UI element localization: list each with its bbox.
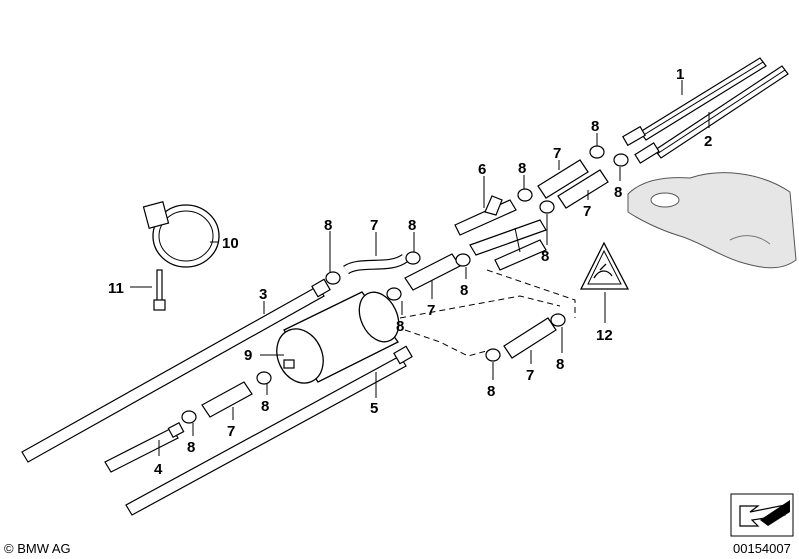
- callout-6: 6: [478, 161, 486, 178]
- warning-label-part-12[interactable]: [579, 241, 630, 290]
- fuel-pump-part-9[interactable]: [268, 286, 406, 391]
- hose-part-7-lower-b[interactable]: [503, 317, 557, 359]
- callout-11: 11: [108, 280, 124, 297]
- callout-2: 2: [704, 133, 712, 150]
- callout-labels: 1 2 3 4 5 6 7 7 7 7 7 7 8 8 8 8 8 8 8 8 …: [108, 66, 712, 478]
- callout-10: 10: [222, 235, 239, 252]
- callout-7-c: 7: [370, 217, 378, 234]
- callout-12: 12: [596, 327, 613, 344]
- fuel-line-part-4[interactable]: [104, 421, 185, 473]
- reference-arrow-box: [730, 493, 794, 537]
- fuel-line-part-2[interactable]: [634, 65, 789, 164]
- callout-8-h: 8: [396, 318, 404, 335]
- fuel-line-part-1[interactable]: [622, 57, 767, 147]
- callout-8-i: 8: [261, 398, 269, 415]
- fuel-line-part-5[interactable]: [125, 345, 413, 516]
- fuel-line-part-3[interactable]: [21, 278, 331, 463]
- t-connector-part-6[interactable]: [454, 195, 547, 271]
- callout-1: 1: [676, 66, 684, 83]
- callout-8-l: 8: [556, 356, 564, 373]
- callout-4: 4: [154, 461, 163, 478]
- hose-part-7-lower-a[interactable]: [201, 381, 253, 418]
- hose-clamp-part-8[interactable]: [181, 145, 629, 424]
- callout-8-d: 8: [541, 248, 549, 265]
- callout-5: 5: [370, 400, 378, 417]
- callout-7-e: 7: [227, 423, 235, 440]
- hose-part-7-upper-a[interactable]: [537, 159, 589, 199]
- copyright-text: © BMW AG: [4, 541, 71, 556]
- callout-8-k: 8: [487, 383, 495, 400]
- bolt-part-11[interactable]: [153, 269, 166, 311]
- callout-8-a: 8: [591, 118, 599, 135]
- callout-9: 9: [244, 347, 252, 364]
- callout-3: 3: [259, 286, 267, 303]
- mounting-strap-part-10[interactable]: [142, 201, 220, 268]
- diagram-number: 00154007: [733, 541, 791, 556]
- callout-8-g: 8: [460, 282, 468, 299]
- callout-8-c: 8: [614, 184, 622, 201]
- callout-7-d: 7: [427, 302, 435, 319]
- callout-8-f: 8: [408, 217, 416, 234]
- callout-8-j: 8: [187, 439, 195, 456]
- hose-part-7-upper-b[interactable]: [557, 169, 609, 209]
- hose-part-7-curved[interactable]: [343, 253, 409, 275]
- callout-7-a: 7: [553, 145, 561, 162]
- callout-7-f: 7: [526, 367, 534, 384]
- callout-8-e: 8: [324, 217, 332, 234]
- callout-7-b: 7: [583, 203, 591, 220]
- leader-lines: [130, 80, 710, 456]
- callout-8-b: 8: [518, 160, 526, 177]
- routing-dashed-lines: [399, 269, 576, 357]
- fuel-tank-icon: [627, 172, 797, 269]
